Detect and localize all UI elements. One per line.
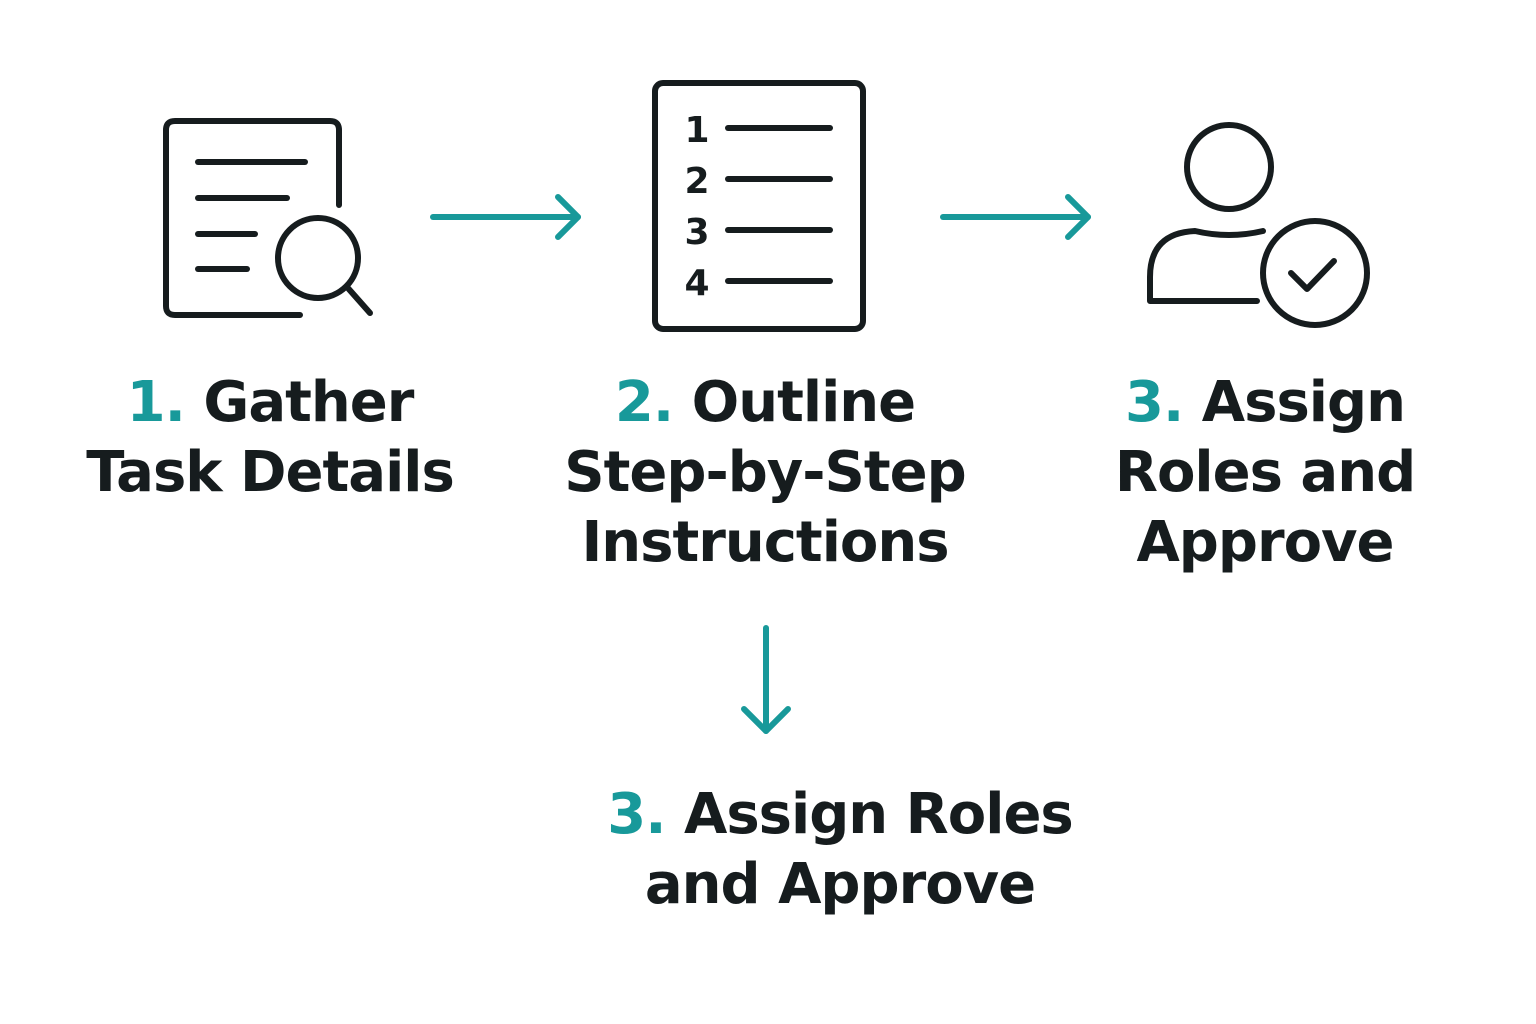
list-number-1: 1 — [684, 110, 709, 151]
step-title-line: Step-by-Step — [564, 440, 966, 505]
step-number: 2. — [614, 370, 674, 435]
step-title-line: Instructions — [581, 510, 949, 575]
step-3-label: 3. Assign Roles and Approve — [1070, 368, 1460, 578]
arrow-right-icon — [430, 194, 581, 240]
document-search-icon — [163, 118, 373, 318]
user-check-icon — [1147, 122, 1370, 328]
step-title-line: and Approve — [644, 852, 1036, 917]
step-2-label: 2. Outline Step-by-Step Instructions — [540, 368, 990, 578]
list-number-3: 3 — [684, 212, 709, 253]
step-number: 3. — [1125, 370, 1184, 435]
step-number: 3. — [607, 782, 666, 847]
step-4-label: 3. Assign Roles and Approve — [560, 780, 1120, 920]
step-title: Assign — [1201, 370, 1406, 435]
step-1-label: 1. Gather Task Details — [60, 368, 480, 508]
arrow-down-icon — [741, 625, 791, 734]
numbered-list-icon: 1 2 3 4 — [652, 80, 866, 332]
step-title: Gather — [203, 370, 414, 435]
step-title: Assign Roles — [684, 782, 1074, 847]
step-title-line: Roles and — [1114, 440, 1416, 505]
list-number-4: 4 — [684, 263, 709, 304]
step-title-line: Approve — [1136, 510, 1394, 575]
list-number-2: 2 — [684, 161, 709, 202]
step-number: 1. — [126, 370, 186, 435]
arrow-right-icon — [940, 194, 1091, 240]
step-title-line: Task Details — [86, 440, 455, 505]
step-title: Outline — [691, 370, 916, 435]
